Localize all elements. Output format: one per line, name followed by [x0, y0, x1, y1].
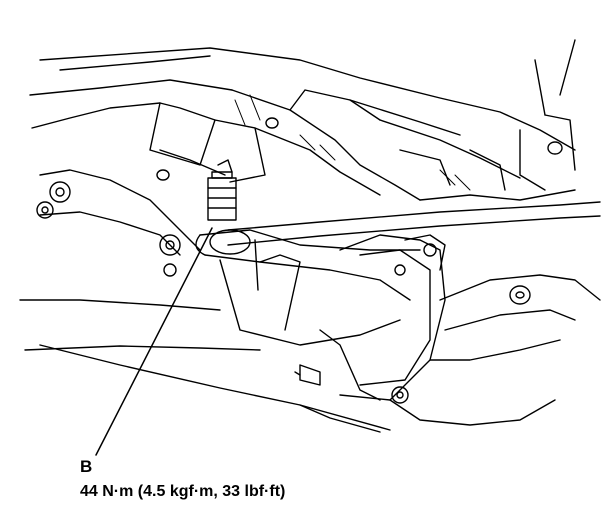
frame-lines: [39, 344, 391, 433]
left-flange: [19, 169, 261, 351]
sensor-fitting: [207, 159, 237, 221]
callout-label-b: B: [80, 457, 93, 476]
exhaust-pipe: [195, 229, 421, 346]
upper-transmission-case: [29, 39, 576, 201]
housing-hatching: [234, 94, 471, 191]
converter-flange: [294, 234, 601, 426]
long-rod: [227, 201, 601, 246]
callout-leader-line: [95, 227, 213, 456]
torque-spec: 44 N·m (4.5 kgf·m, 33 lbf·ft): [80, 483, 286, 500]
